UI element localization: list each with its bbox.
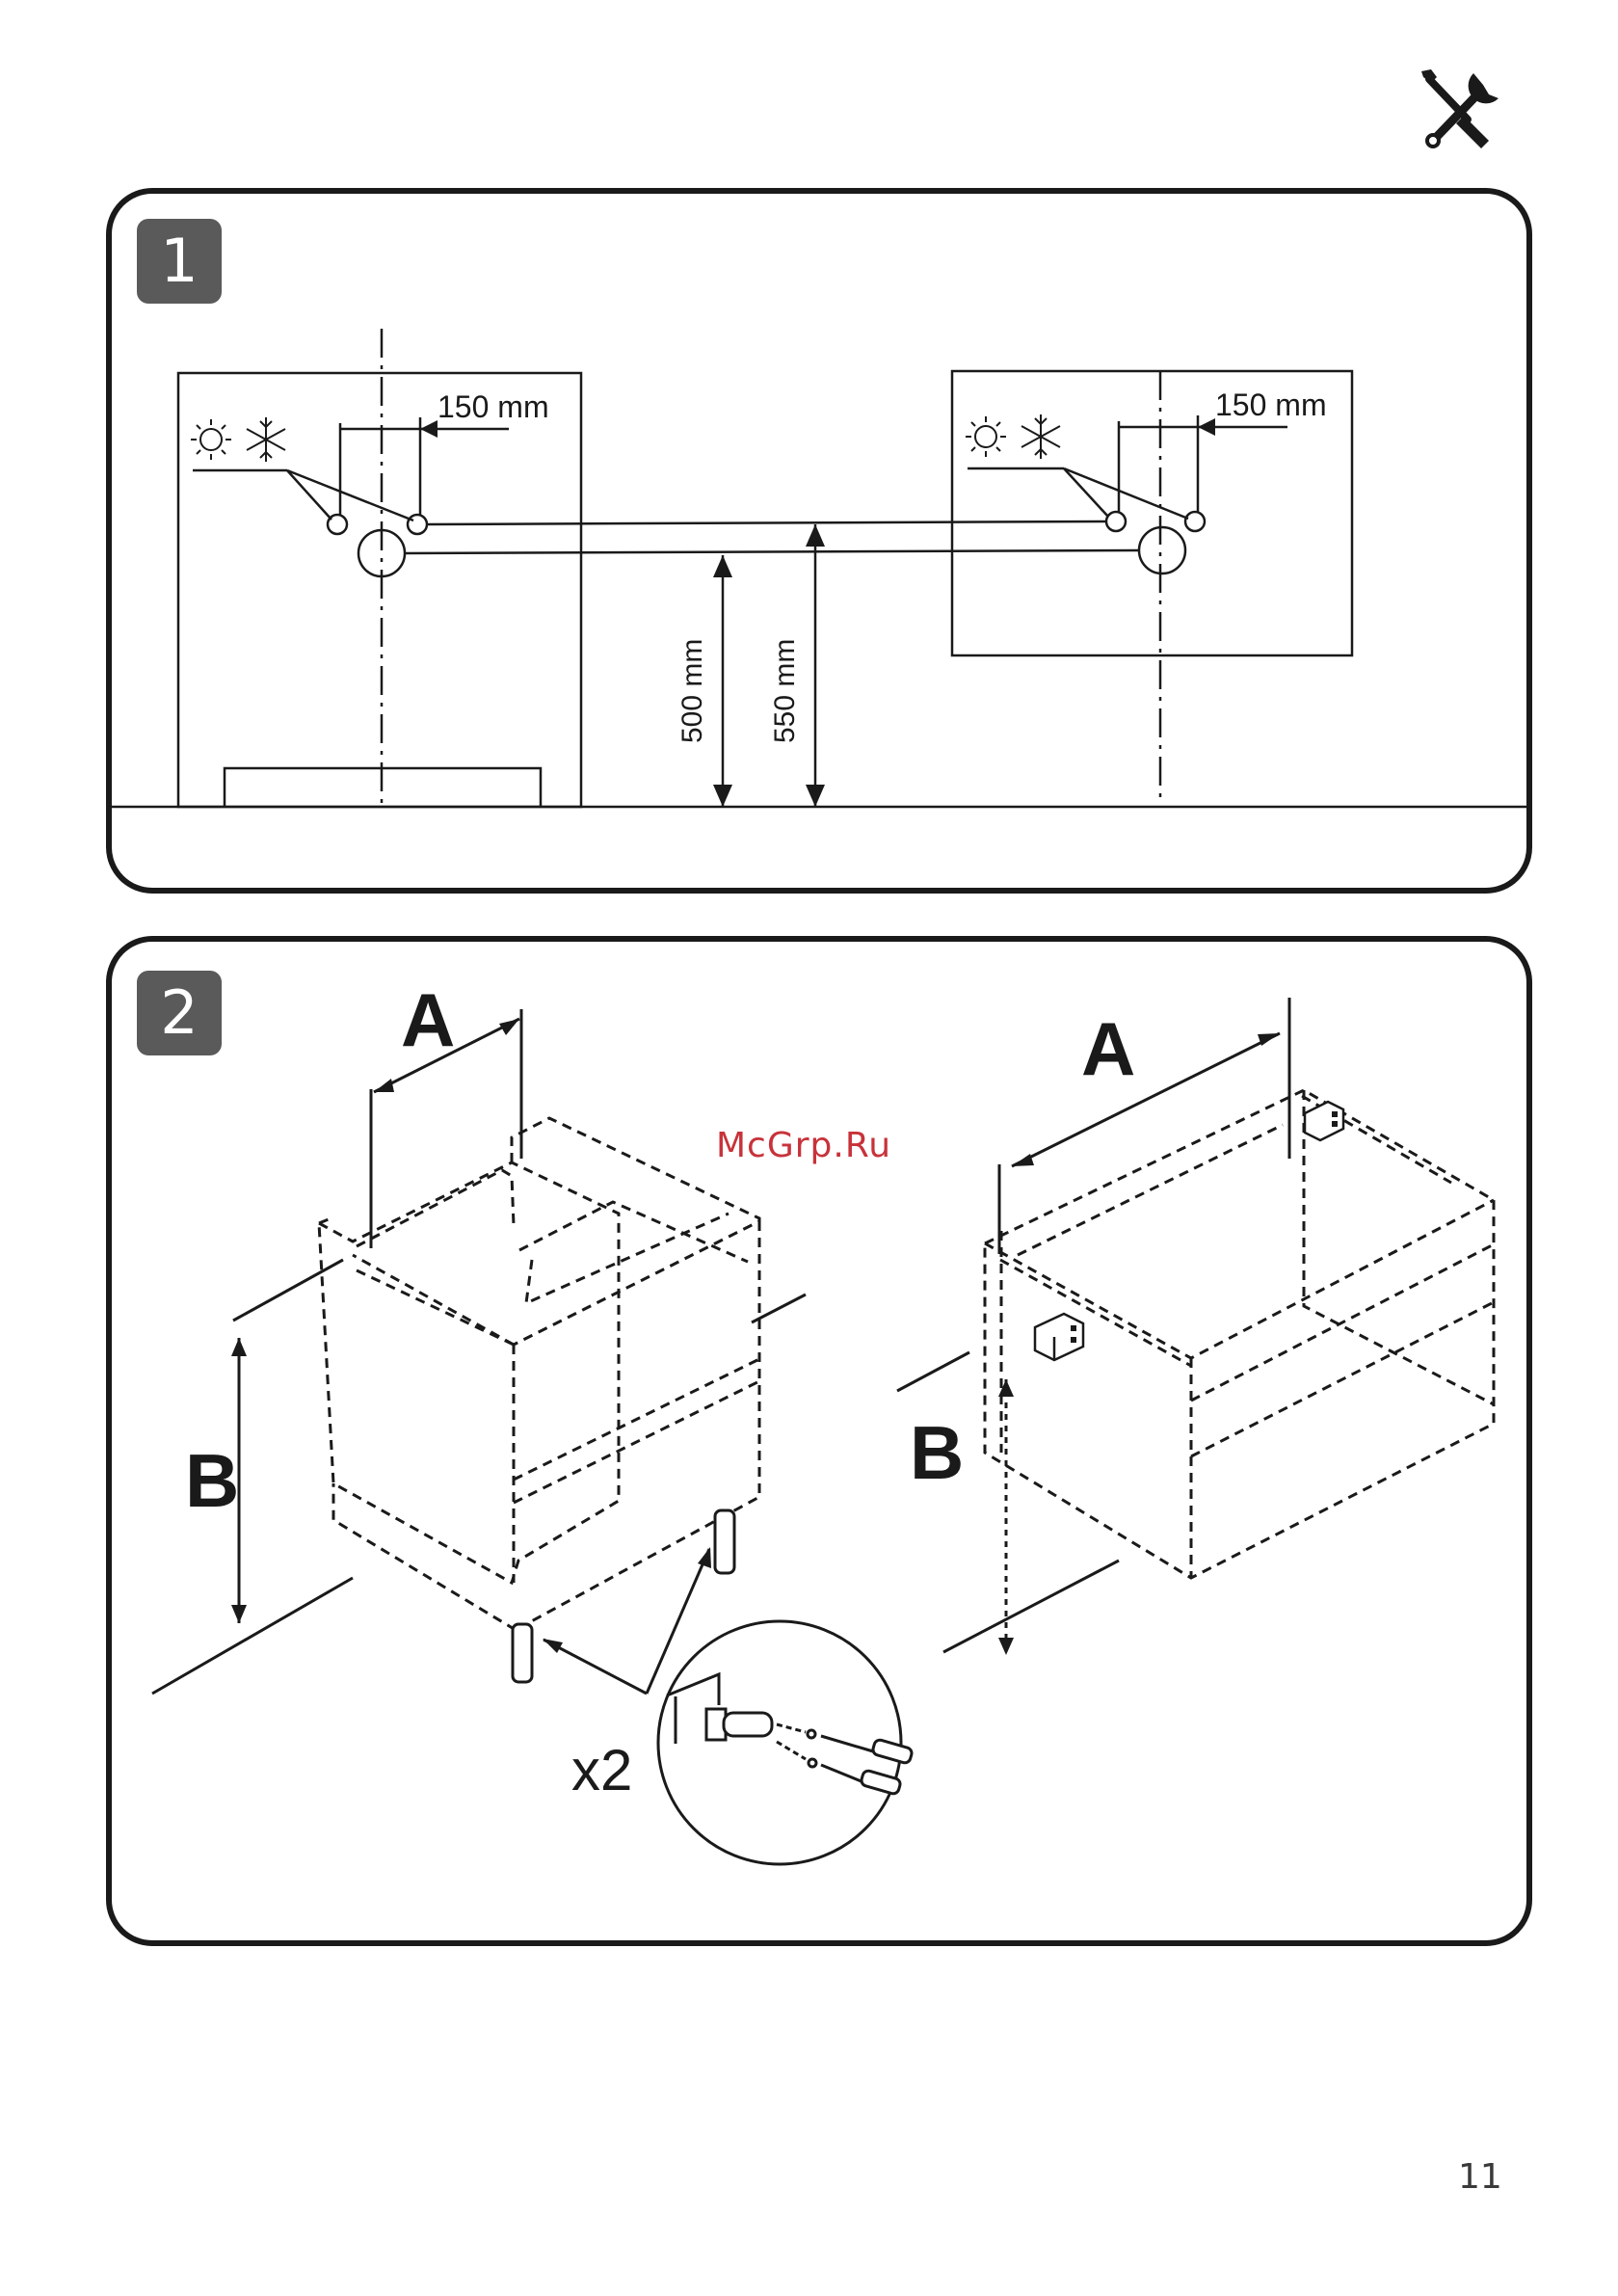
cabinet-mounting-diagram: x2 [112, 942, 1532, 1946]
sun-icon [191, 419, 231, 460]
snowflake-icon [247, 417, 285, 462]
step-1-panel: 1 [106, 188, 1532, 894]
watermark-text: McGrp.Ru [716, 1126, 891, 1165]
height-550-label: 550 mm [769, 639, 801, 743]
left-offset-label: 150 mm [438, 389, 549, 424]
tools-icon [1412, 64, 1508, 160]
left-cold-hole [328, 515, 347, 534]
right-a-label: A [1081, 1006, 1135, 1091]
pipe-position-diagram: 150 mm 150 mm 500 mm 550 mm [112, 194, 1532, 894]
quantity-label: x2 [571, 1738, 632, 1802]
page-number: 11 [1458, 2157, 1502, 2197]
height-500-label: 500 mm [676, 639, 708, 743]
right-drain-hole [1139, 527, 1185, 574]
right-hot-hole [1185, 512, 1205, 531]
left-hot-hole [408, 515, 427, 534]
left-a-label: A [401, 977, 455, 1062]
right-cold-hole [1106, 512, 1126, 531]
right-cabinet [897, 998, 1494, 1655]
sun-icon [966, 416, 1006, 457]
left-b-label: B [185, 1438, 239, 1523]
step-2-panel: 2 [106, 936, 1532, 1946]
right-b-label: B [910, 1410, 964, 1495]
left-cabinet [152, 1009, 806, 1694]
leg-detail-circle [658, 1621, 913, 1864]
left-cabinet-outline [178, 373, 581, 807]
right-offset-label: 150 mm [1215, 387, 1327, 422]
snowflake-icon [1021, 414, 1060, 459]
